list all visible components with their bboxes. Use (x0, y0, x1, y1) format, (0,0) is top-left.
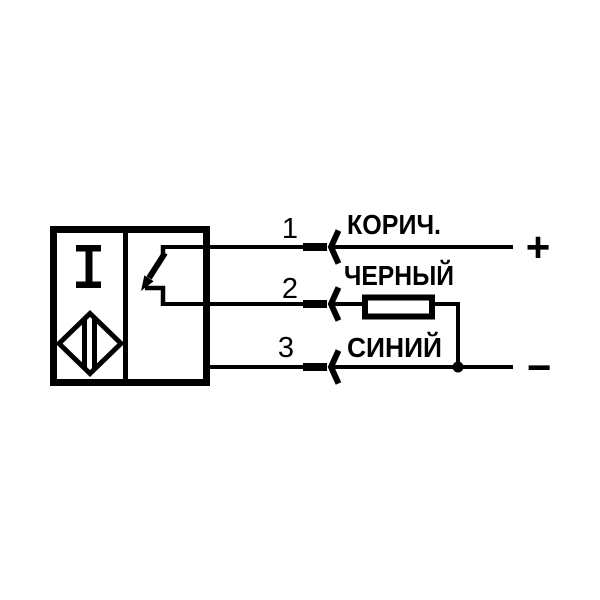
wire-2-number: 2 (282, 273, 298, 305)
wire-1-number: 1 (282, 213, 298, 245)
load-resistor (362, 294, 435, 320)
wire-3-number: 3 (278, 332, 294, 364)
wire-1-connector-icon (327, 229, 342, 265)
inductive-symbol-I: I (76, 245, 101, 288)
plus-terminal: + (526, 224, 551, 271)
switch-symbol (141, 245, 168, 306)
minus-terminal: − (527, 344, 552, 391)
switch-arrowhead (141, 275, 154, 291)
wire-2-color-label: ЧЕРНЫЙ (344, 259, 454, 291)
diamond-outline (55, 310, 125, 377)
switch-lever (146, 251, 168, 280)
wire-1 (163, 229, 513, 265)
i-stem (85, 245, 93, 288)
wire-3-color-label: СИНИЙ (347, 331, 442, 363)
wire-2-connector-icon (327, 286, 342, 322)
wire-3 (208, 349, 513, 385)
wire-2 (163, 286, 464, 373)
wire-3-connector-icon (327, 349, 342, 385)
wire-1-color-label: КОРИЧ. (347, 209, 441, 240)
output-diamond-symbol (55, 310, 125, 377)
